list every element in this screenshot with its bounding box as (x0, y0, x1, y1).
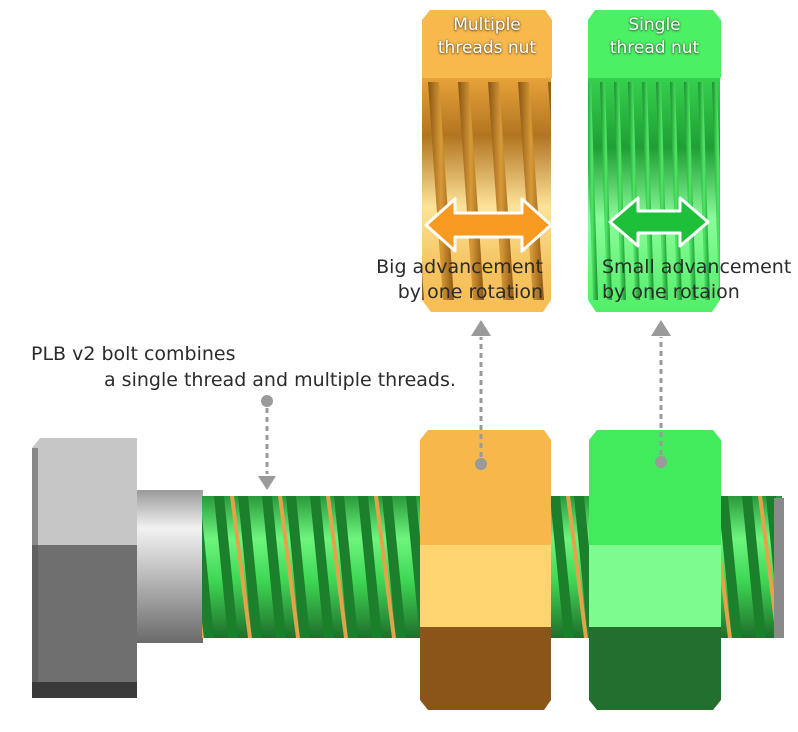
thread-helix (326, 496, 348, 638)
single-thread-groove (656, 82, 668, 300)
thread-root (718, 496, 742, 638)
thread-root (382, 496, 406, 638)
thread-root (550, 496, 574, 638)
single-thread-groove (698, 82, 710, 300)
thread-root (742, 496, 766, 638)
thread-root (214, 496, 238, 638)
thread-root (358, 496, 382, 638)
green-nut-pointer-arrow (651, 320, 671, 468)
multi-thread-groove (548, 82, 551, 300)
bolt-caption-line-2: a single thread and multiple threads. (104, 369, 456, 391)
single-thread-groove (600, 82, 612, 300)
multi-thread-groove (488, 82, 514, 300)
small-advancement-arrow (608, 196, 710, 248)
bolt-pointer-arrow (258, 395, 276, 490)
thread-helix (230, 496, 252, 638)
thread-helix (202, 622, 204, 638)
thread-helix (278, 496, 300, 638)
small-advancement-caption: Small advancement by one rotaion (602, 256, 792, 303)
thread-helix (566, 496, 588, 638)
multiple-threads-nut-title: Multiple threads nut (437, 15, 537, 58)
single-thread-groove (614, 82, 626, 300)
multiple-threads-nut-cutaway (422, 10, 552, 312)
thread-root (334, 496, 358, 638)
single-thread-nut-title: Single thread nut (609, 15, 700, 58)
bolt-head (32, 438, 137, 698)
single-thread-nut-cutaway (572, 10, 721, 312)
bolt-caption-line-1: PLB v2 bolt combines (31, 343, 236, 365)
thread-root (262, 496, 286, 638)
thread-helix (374, 496, 396, 638)
thread-root (310, 496, 334, 638)
single-thread-nut (589, 430, 721, 710)
thread-root (238, 496, 262, 638)
single-thread-groove (684, 82, 696, 300)
thread-root (286, 496, 310, 638)
thread-root (790, 496, 798, 638)
big-advancement-arrow (424, 197, 553, 253)
multiple-threads-nut (420, 430, 551, 710)
single-thread-groove (712, 82, 720, 300)
single-thread-groove (588, 82, 598, 300)
gold-nut-pointer-arrow (471, 320, 491, 470)
single-thread-groove (572, 82, 584, 300)
single-thread-groove (642, 82, 654, 300)
thread-root (202, 516, 214, 638)
bolt-shank (137, 490, 203, 643)
big-advancement-caption: Big advancement by one rotation (376, 256, 543, 303)
multi-thread-groove (518, 82, 544, 300)
multi-thread-groove (458, 82, 484, 300)
